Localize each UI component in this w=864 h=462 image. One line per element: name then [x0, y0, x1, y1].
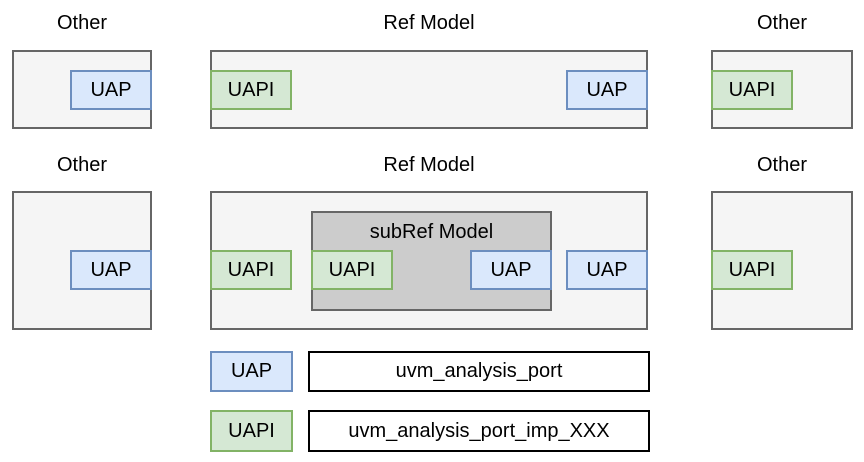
row1-ref-model-uapi-port: UAPI [210, 70, 292, 110]
legend-uapi-name: uvm_analysis_port_imp_XXX [308, 410, 650, 452]
legend-uap-name: uvm_analysis_port [308, 351, 650, 392]
subref-model-uap-port: UAP [470, 250, 552, 290]
row1-other-left-box: UAP [12, 50, 152, 129]
row2-right-title: Other [756, 154, 808, 176]
row2-other-right-box: UAPI [711, 191, 853, 330]
subref-model-uapi-port: UAPI [311, 250, 393, 290]
row2-other-left-box: UAP [12, 191, 152, 330]
legend-uap-swatch: UAP [210, 351, 293, 392]
row1-ref-model-uap-port: UAP [566, 70, 648, 110]
row1-other-right-uapi-port: UAPI [711, 70, 793, 110]
subref-model-box: subRef Model UAPI UAP [311, 211, 552, 311]
row1-left-title: Other [56, 12, 108, 34]
row2-ref-model-box: UAPI subRef Model UAPI UAP UAP [210, 191, 648, 330]
row2-ref-model-uap-port: UAP [566, 250, 648, 290]
row1-center-title: Ref Model [383, 12, 475, 34]
row2-other-right-uapi-port: UAPI [711, 250, 793, 290]
row2-ref-model-uapi-port: UAPI [210, 250, 292, 290]
row1-ref-model-box: UAPI UAP [210, 50, 648, 129]
row2-center-title: Ref Model [383, 154, 475, 176]
subref-model-title: subRef Model [369, 221, 494, 243]
row1-other-right-box: UAPI [711, 50, 853, 129]
row2-left-title: Other [56, 154, 108, 176]
legend-uapi-swatch: UAPI [210, 410, 293, 452]
row2-other-left-uap-port: UAP [70, 250, 152, 290]
row1-right-title: Other [756, 12, 808, 34]
row1-other-left-uap-port: UAP [70, 70, 152, 110]
